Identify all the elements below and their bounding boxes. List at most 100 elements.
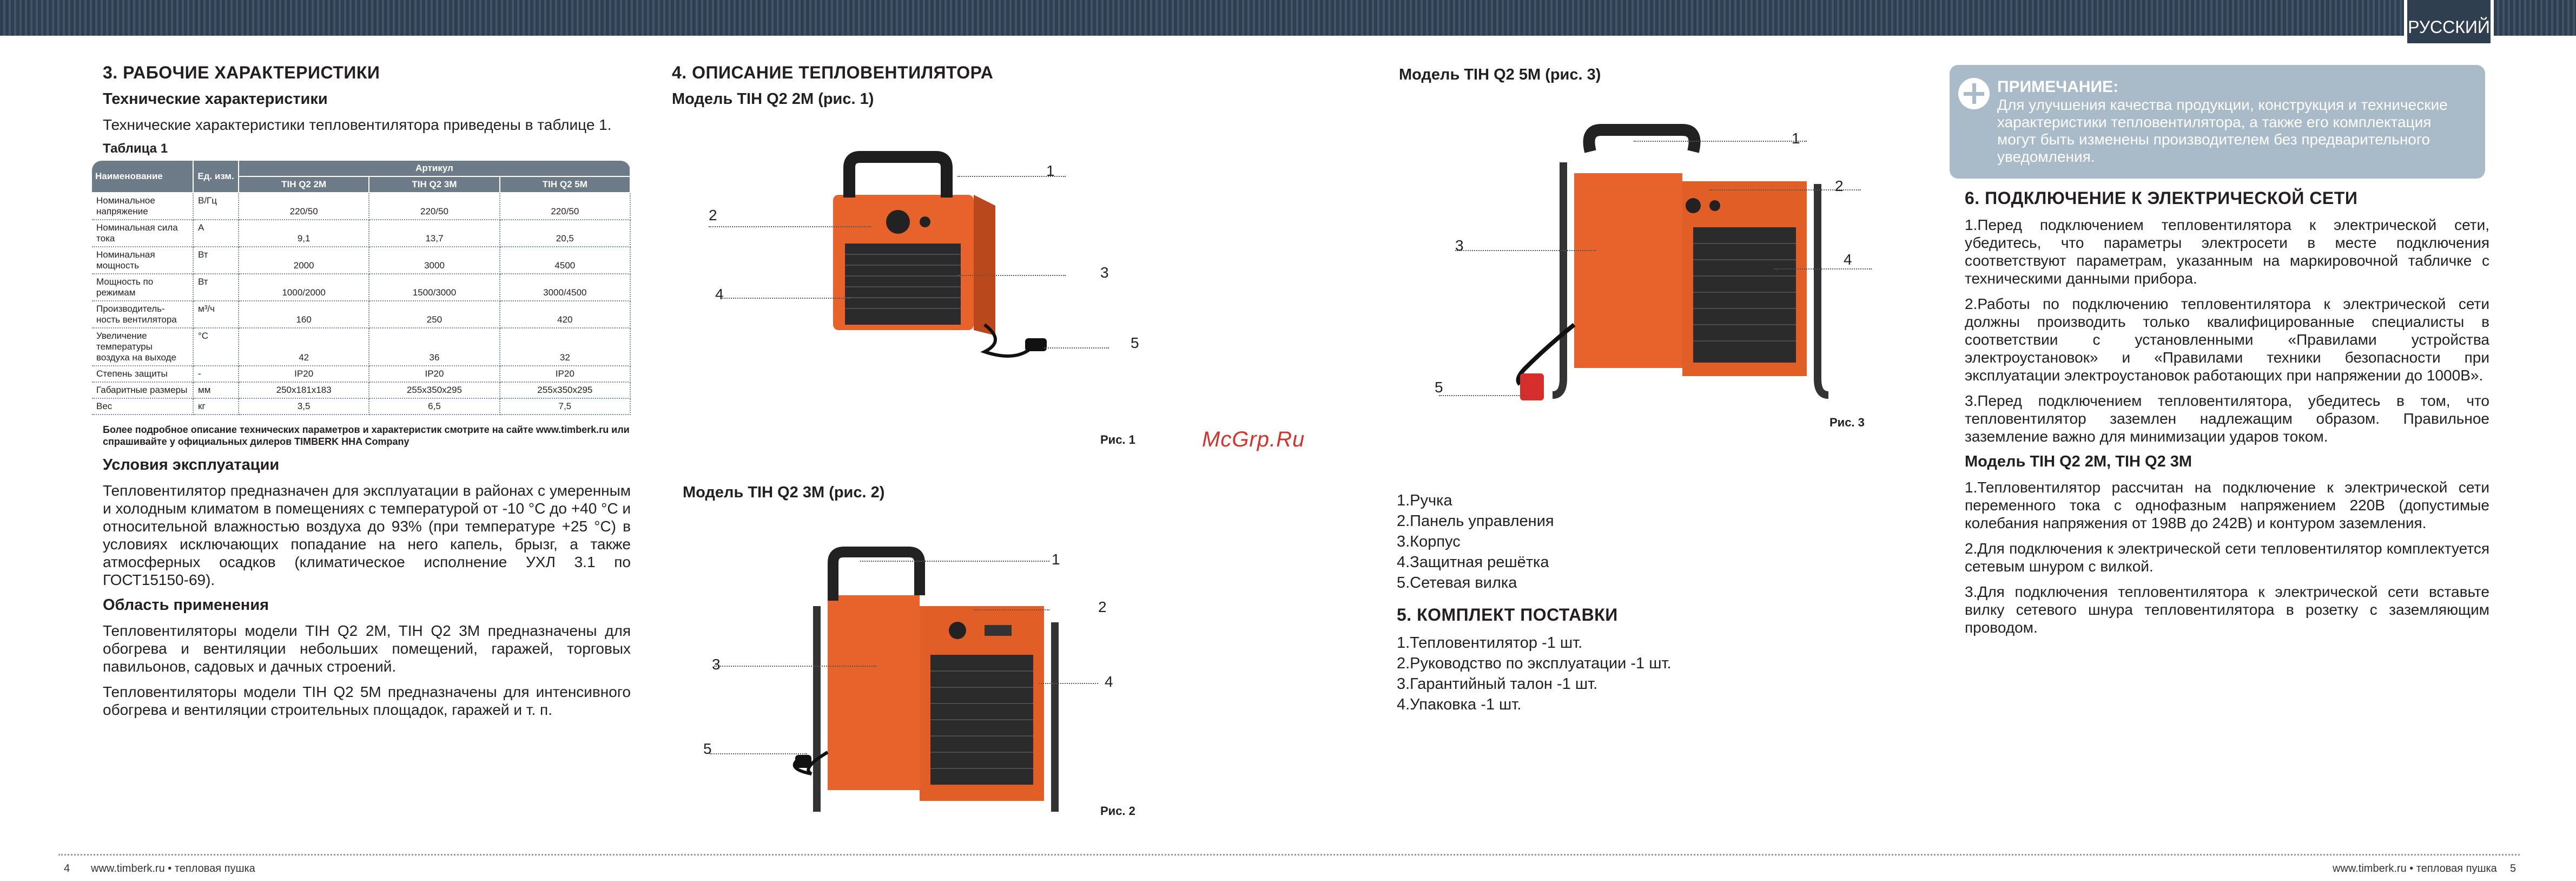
row-value: 250 (369, 301, 500, 328)
row-name: Увеличение температуры воздуха на выходе (92, 328, 194, 366)
row-value: 42 (239, 328, 370, 366)
row-value: 420 (499, 301, 631, 328)
callout-label: 5 (1435, 379, 1443, 396)
callout-line (1439, 395, 1525, 396)
part-item: 1.Ручка (1397, 492, 1452, 509)
row-value: 3000 (369, 247, 500, 274)
table-row: Увеличение температуры воздуха на выходе… (92, 328, 631, 366)
area-heading: Область применения (103, 596, 269, 614)
row-unit: Вт (193, 274, 239, 301)
callout-label: 3 (1100, 264, 1109, 281)
figure-1-caption: Рис. 1 (1100, 433, 1135, 446)
section-title-kit: 5. КОМПЛЕКТ ПОСТАВКИ (1397, 605, 1618, 624)
section-title-connection: 6. ПОДКЛЮЧЕНИЕ К ЭЛЕКТРИЧЕСКОЙ СЕТИ (1965, 188, 2358, 208)
row-value: 20,5 (499, 220, 631, 247)
row-value: 7,5 (499, 398, 631, 415)
callout-label: 2 (1835, 177, 1844, 194)
tech-intro: Технические характеристики тепловентилят… (103, 116, 612, 133)
connection-p4: 1.Тепловентилятор рассчитан на подключен… (1965, 479, 2489, 531)
column-description: 4. ОПИСАНИЕ ТЕПЛОВЕНТИЛЯТОРА Модель TIH … (672, 63, 1159, 116)
row-value: 2000 (239, 247, 370, 274)
row-value: 255х350х295 (369, 382, 500, 399)
footer-link-right[interactable]: www.timberk.ru • тепловая пушка (2333, 863, 2497, 875)
callout-label: 1 (1046, 162, 1055, 179)
spec-table: Наименование Ед. изм. Артикул TIH Q2 2M … (92, 161, 631, 415)
models-subheading: Модель TIH Q2 2M, TIH Q2 3M (1965, 453, 2192, 470)
callout-label: 4 (1105, 673, 1113, 690)
figure-1: 1 2 3 4 5 Рис. 1 (703, 146, 1147, 449)
heater-2m-image (833, 151, 1047, 358)
row-unit: °С (193, 328, 239, 366)
section-title-description: 4. ОПИСАНИЕ ТЕПЛОВЕНТИЛЯТОРА (672, 63, 994, 82)
figure-2: 1 2 3 4 5 Рис. 2 (703, 541, 1147, 833)
row-value: 220/50 (369, 193, 500, 220)
section-title-characteristics: 3. РАБОЧИЕ ХАРАКТЕРИСТИКИ (103, 63, 380, 82)
connection-p6: 3.Для подключения тепловентилятора к эле… (1965, 583, 2489, 636)
kit-item: 3.Гарантийный талон -1 шт. (1397, 675, 1598, 693)
row-name: Производитель-ность вентилятора (92, 301, 194, 328)
row-unit: Вт (193, 247, 239, 274)
callout-line (957, 176, 1066, 177)
figure-3: 1 2 3 4 5 Рис. 3 (1428, 119, 1872, 433)
figure-3-caption: Рис. 3 (1829, 416, 1865, 429)
row-unit: м³/ч (193, 301, 239, 328)
col-header-model: TIH Q2 5M (499, 176, 631, 193)
part-item: 5.Сетевая вилка (1397, 574, 1517, 591)
part-item: 2.Панель управления (1397, 512, 1554, 530)
model1-title: Модель TIH Q2 2M (рис. 1) (672, 90, 874, 108)
callout-label: 4 (715, 286, 724, 303)
conditions-heading: Условия эксплуатации (103, 456, 280, 474)
callout-label: 5 (1131, 334, 1139, 351)
area-text-2: Тепловентиляторы модели TIH Q2 5M предна… (103, 683, 631, 718)
conditions-text: Тепловентилятор предназначен для эксплуа… (103, 482, 631, 588)
tech-heading: Технические характеристики (103, 90, 328, 108)
row-value: IP20 (369, 366, 500, 383)
footer-link-left[interactable]: www.timberk.ru • тепловая пушка (91, 863, 255, 875)
connection-p5: 2.Для подключения к электрической сети т… (1965, 540, 2489, 575)
callout-line (1774, 268, 1872, 269)
row-name: Габаритные размеры (92, 382, 194, 399)
kit-item: 1.Тепловентилятор -1 шт. (1397, 634, 1583, 652)
note-box: ПРИМЕЧАНИЕ: Для улучшения качества проду… (1950, 65, 2485, 179)
figure-2-caption: Рис. 2 (1100, 804, 1135, 818)
parts-and-kit: 1.Ручка 2.Панель управления 3.Корпус 4.З… (1397, 490, 1829, 715)
col-header-model: TIH Q2 3M (369, 176, 500, 193)
row-name: Мощность по режимам (92, 274, 194, 301)
column-characteristics: 3. РАБОЧИЕ ХАРАКТЕРИСТИКИ Технические ха… (92, 63, 631, 726)
callout-line (1039, 683, 1098, 684)
row-value: 3,5 (239, 398, 370, 415)
top-decorative-bar (0, 0, 2576, 36)
row-value: 3000/4500 (499, 274, 631, 301)
callout-line (1455, 250, 1596, 251)
row-value: 6,5 (369, 398, 500, 415)
row-value: 220/50 (499, 193, 631, 220)
connection-p1: 1.Перед подключением тепловентилятора к … (1965, 216, 2489, 287)
callout-label: 1 (1052, 551, 1060, 568)
callout-label: 2 (709, 207, 717, 223)
note-title: ПРИМЕЧАНИЕ: (1997, 78, 2119, 96)
plus-icon (1958, 78, 1990, 109)
model3-title: Модель TIH Q2 5M (рис. 3) (1399, 66, 1601, 83)
row-value: 9,1 (239, 220, 370, 247)
page-number-right: 5 (2510, 863, 2516, 875)
heater-3m-image (792, 547, 1059, 812)
row-value: 32 (499, 328, 631, 366)
callout-label: 5 (703, 740, 712, 757)
row-unit: А (193, 220, 239, 247)
callout-line (860, 561, 1049, 562)
row-value: 220/50 (239, 193, 370, 220)
row-name: Номинальная сила тока (92, 220, 194, 247)
callout-label: 2 (1098, 599, 1107, 615)
callout-line (710, 753, 807, 754)
column-connection: 6. ПОДКЛЮЧЕНИЕ К ЭЛЕКТРИЧЕСКОЙ СЕТИ 1.Пе… (1965, 188, 2489, 644)
row-name: Вес (92, 398, 194, 415)
row-unit: В/Гц (193, 193, 239, 220)
callout-line (1634, 141, 1807, 142)
col-header-model: TIH Q2 2M (239, 176, 370, 193)
kit-item: 4.Упаковка -1 шт. (1397, 696, 1522, 713)
